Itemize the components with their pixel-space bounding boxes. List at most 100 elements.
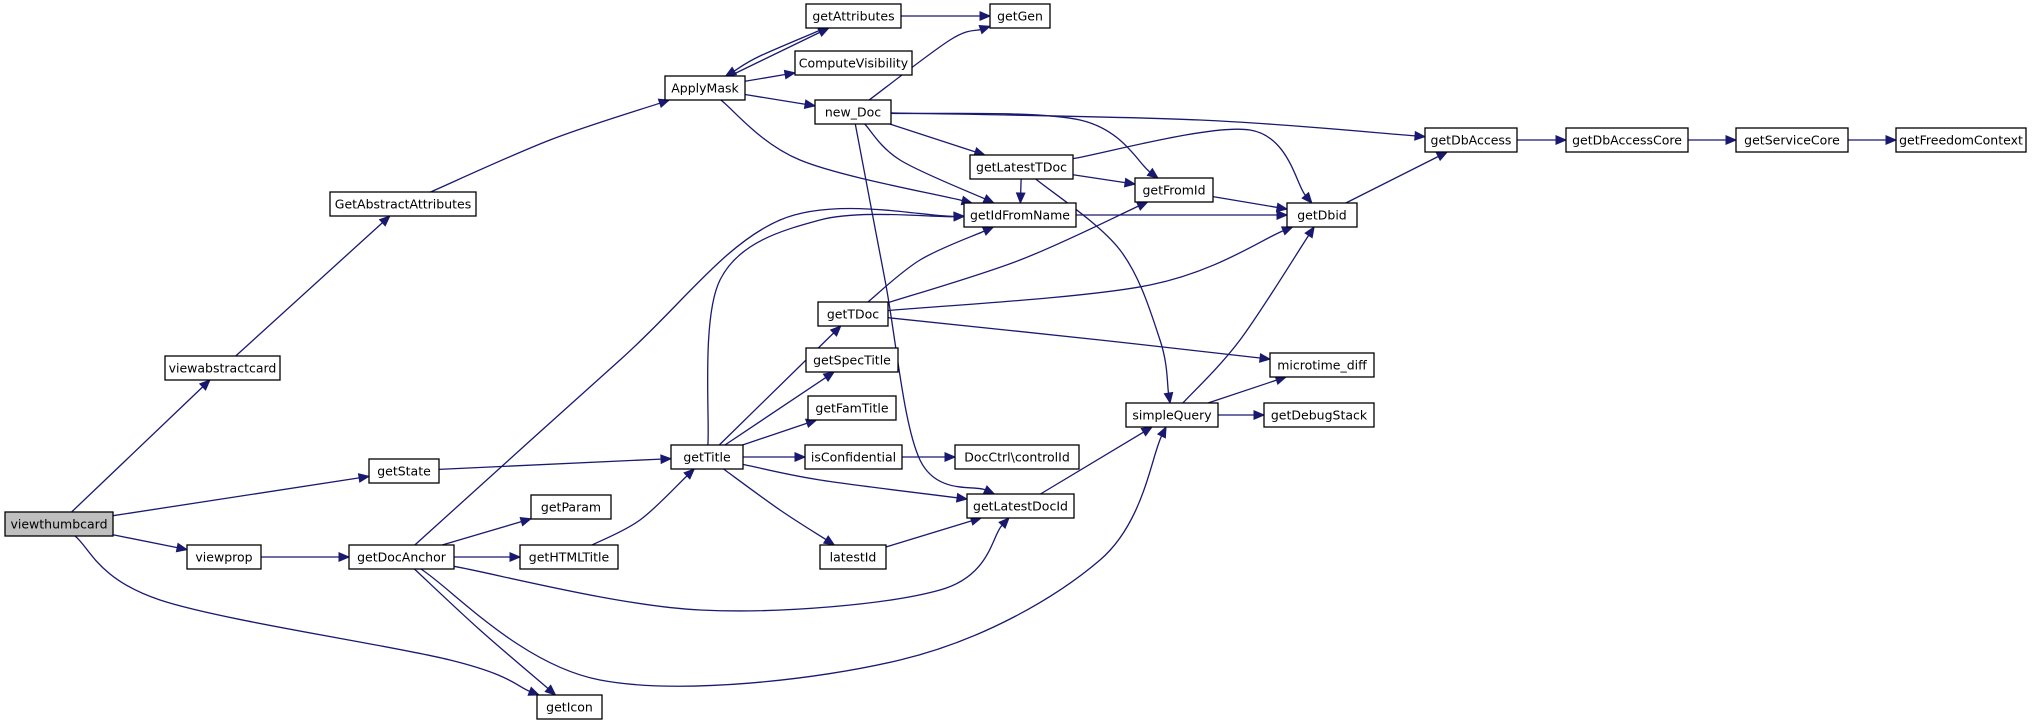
edge-getHTMLTitle-to-getTitle (591, 468, 696, 546)
node-getTitle[interactable]: getTitle (670, 444, 744, 470)
edge-line (1182, 235, 1310, 404)
node-label: microtime_diff (1277, 358, 1367, 373)
node-getSpecTitle[interactable]: getSpecTitle (805, 347, 899, 373)
node-label: getFamTitle (815, 401, 889, 416)
node-getDocAnchor[interactable]: getDocAnchor (348, 544, 455, 570)
edge-ApplyMask-to-ComputeVisibility (744, 69, 797, 82)
edge-simpleQuery-to-microtime_diff (1207, 375, 1288, 404)
node-getParam[interactable]: getParam (530, 494, 612, 520)
node-box (794, 50, 913, 76)
arrowhead (378, 215, 391, 227)
node-GetAbstractAttributes[interactable]: GetAbstractAttributes (329, 191, 477, 217)
node-label: new_Doc (825, 105, 881, 120)
node-getDebugStack[interactable]: getDebugStack (1263, 402, 1375, 428)
edge-viewthumbcard-to-viewprop (112, 534, 189, 553)
arrowhead (803, 99, 817, 110)
node-getDbAccess[interactable]: getDbAccess (1424, 127, 1518, 153)
edge-getTDoc-to-microtime_diff (887, 317, 1272, 363)
node-label: getGen (997, 9, 1043, 24)
node-controlId[interactable]: DocCtrl\controlId (954, 444, 1080, 470)
arrowhead (822, 535, 836, 546)
node-getTDoc[interactable]: getTDoc (817, 301, 889, 327)
edge-ApplyMask-to-new_Doc (744, 93, 817, 110)
node-new_Doc[interactable]: new_Doc (814, 99, 892, 125)
node-getLatestDocId[interactable]: getLatestDocId (966, 493, 1075, 519)
node-ApplyMask[interactable]: ApplyMask (664, 75, 746, 101)
arrowhead (338, 552, 351, 562)
node-isConfidential[interactable]: isConfidential (804, 444, 903, 470)
arrowhead (1253, 410, 1266, 420)
arrowhead (998, 517, 1010, 530)
edge-line (1212, 195, 1278, 209)
arrowhead (1435, 151, 1449, 162)
node-box (186, 544, 262, 570)
arrowhead (829, 325, 842, 337)
edge-line (729, 31, 821, 77)
node-box (819, 544, 887, 570)
node-label: getFreedomContext (1899, 133, 2023, 148)
edge-new_Doc-to-getFromId (890, 112, 1159, 179)
edge-simpleQuery-to-getDebugStack (1218, 410, 1266, 420)
node-box (1269, 352, 1375, 378)
node-getLatestTDoc[interactable]: getLatestTDoc (969, 154, 1074, 180)
edge-line (724, 377, 827, 446)
arrowhead (981, 226, 995, 236)
node-getDbid[interactable]: getDbid (1286, 202, 1358, 228)
edge-GetAbstractAttributes-to-ApplyMask (430, 98, 671, 193)
edge-line (112, 534, 178, 549)
edge-line (885, 520, 972, 548)
node-getDbAccessCore[interactable]: getDbAccessCore (1565, 127, 1689, 153)
node-getIcon[interactable]: getIcon (536, 694, 603, 720)
node-getFamTitle[interactable]: getFamTitle (807, 395, 897, 421)
node-ComputeVisibility[interactable]: ComputeVisibility (794, 50, 913, 76)
node-simpleQuery[interactable]: simpleQuery (1125, 402, 1219, 428)
node-getAttributes[interactable]: getAttributes (805, 3, 902, 29)
edge-line (742, 422, 808, 446)
edge-line (744, 93, 806, 105)
arrowhead (683, 468, 696, 480)
node-label: getHTMLTitle (529, 550, 610, 565)
node-viewthumbcard[interactable]: viewthumbcard (4, 511, 114, 537)
node-label: getIdFromName (970, 208, 1070, 223)
node-label: getTDoc (827, 307, 879, 322)
node-getFreedomContext[interactable]: getFreedomContext (1895, 127, 2027, 153)
node-box (519, 544, 619, 570)
node-viewprop[interactable]: viewprop (186, 544, 262, 570)
arrowhead (724, 66, 738, 77)
node-label: viewprop (195, 550, 252, 565)
edge-isConfidential-to-controlId (902, 452, 957, 462)
edge-line (1040, 431, 1144, 495)
node-latestId[interactable]: latestId (819, 544, 887, 570)
edge-line (733, 27, 826, 72)
arrowhead (198, 379, 211, 391)
arrowhead (979, 11, 992, 21)
arrowhead (955, 492, 969, 503)
node-getGen[interactable]: getGen (989, 3, 1051, 29)
edge-line (720, 99, 963, 202)
node-box (1286, 202, 1358, 228)
node-box (814, 99, 892, 125)
node-getHTMLTitle[interactable]: getHTMLTitle (519, 544, 619, 570)
node-viewabstractcard[interactable]: viewabstractcard (164, 355, 281, 381)
edge-getDocAnchor-to-getHTMLTitle (454, 552, 522, 562)
edges-layer (71, 11, 1898, 696)
edge-getLatestTDoc-to-getIdFromName (1015, 178, 1026, 205)
node-box (817, 301, 889, 327)
edge-getLatestDocId-to-simpleQuery (1040, 426, 1154, 495)
node-getServiceCore[interactable]: getServiceCore (1735, 127, 1849, 153)
edge-viewprop-to-getDocAnchor (261, 552, 351, 562)
node-label: getDbAccess (1431, 133, 1512, 148)
node-label: getDbAccessCore (1572, 133, 1682, 148)
node-getState[interactable]: getState (368, 458, 440, 484)
node-box (969, 154, 1074, 180)
edge-line (889, 123, 976, 153)
edge-line (1072, 128, 1306, 196)
edge-viewthumbcard-to-getState (112, 473, 371, 517)
node-box (1134, 177, 1214, 203)
edge-getTitle-to-latestId (723, 468, 836, 546)
node-label: ApplyMask (671, 81, 739, 96)
node-getIdFromName[interactable]: getIdFromName (963, 202, 1077, 228)
arrowhead (1146, 167, 1159, 179)
node-microtime_diff[interactable]: microtime_diff (1269, 352, 1375, 378)
node-getFromId[interactable]: getFromId (1134, 177, 1214, 203)
